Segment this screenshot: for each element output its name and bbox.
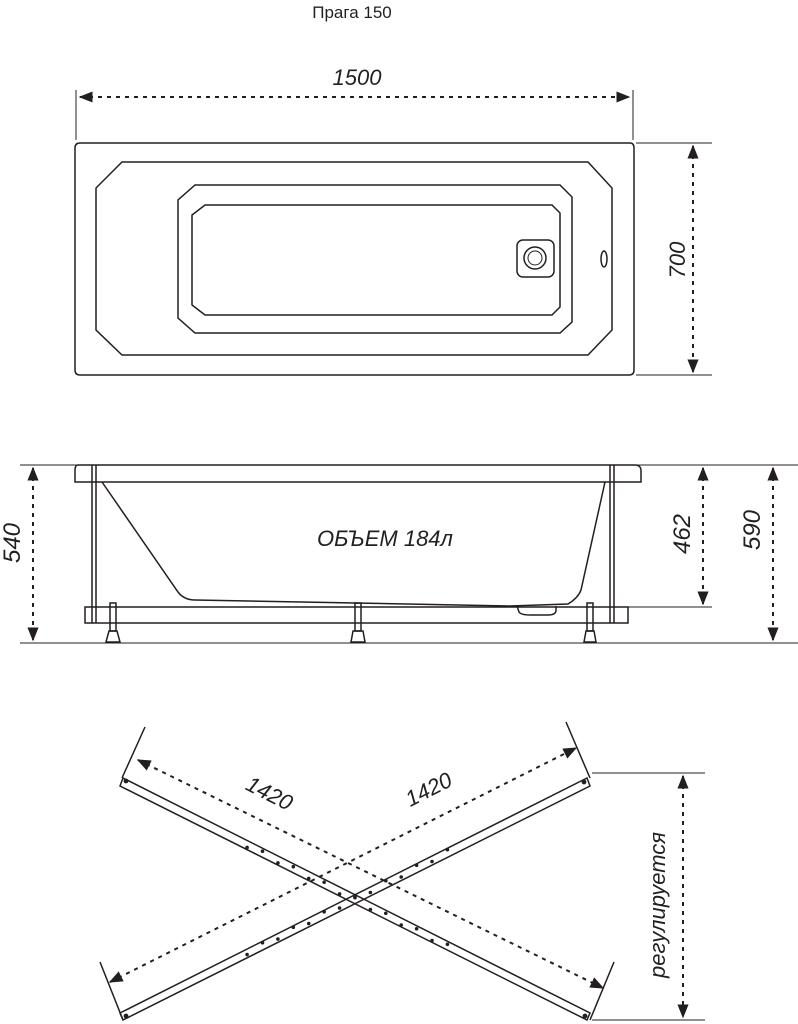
height-540-label: 540 (0, 522, 26, 563)
tub-bowl-outline (177, 184, 573, 334)
frame-hole (430, 859, 434, 864)
tub-inner-rim (95, 161, 613, 356)
diagonal-dimension-2 (108, 747, 578, 983)
drawing-title: Прага 150 (312, 3, 392, 22)
frame-hole (337, 892, 342, 896)
frame-hole (306, 876, 311, 881)
frame-hole (399, 923, 404, 927)
frame-holes (123, 778, 588, 1019)
frame-hole (383, 878, 388, 883)
height-590-label: 590 (739, 509, 766, 550)
top-view: 1500 700 (74, 65, 712, 376)
frame-hole (322, 880, 326, 885)
tub-bottom-outline (191, 204, 561, 316)
height-462-label: 462 (669, 514, 696, 554)
frame-hole (368, 907, 373, 912)
frame-hole (245, 952, 249, 957)
frame-hole (445, 942, 450, 947)
diagonal-dimension-1 (136, 759, 605, 989)
frame-hole (245, 845, 249, 850)
volume-label: ОБЪЕМ 184л (317, 526, 453, 551)
frame-hole (581, 779, 587, 785)
frame-hole (306, 921, 311, 926)
frame-hole (368, 890, 373, 895)
frame-hole (276, 861, 280, 865)
side-view: ОБЪЕМ 184л 540 462 590 (0, 464, 798, 644)
drain-icon (516, 239, 555, 278)
frame-hole (260, 940, 265, 945)
frame-hole (430, 938, 434, 943)
frame-hole (123, 1013, 129, 1019)
tub-rim-side (74, 464, 642, 483)
frame-hole (445, 847, 450, 852)
overflow-icon (600, 250, 608, 268)
width-label: 700 (665, 241, 690, 278)
frame-hole (337, 906, 342, 910)
length-label: 1500 (333, 65, 383, 90)
frame-hole (399, 875, 404, 879)
diagonal-1-label: 1420 (242, 771, 298, 816)
frame-hole (322, 909, 326, 914)
frame-hole (353, 894, 357, 899)
frame-hole (582, 1013, 588, 1019)
tub-rim-outline (74, 142, 635, 376)
frame-hole (291, 925, 296, 930)
frame-hole (291, 864, 296, 869)
frame-hole (414, 926, 419, 931)
diagonal-2-label: 1420 (401, 767, 457, 812)
support-frame-side (84, 606, 629, 624)
frame-hole (383, 911, 388, 916)
frame-hole (276, 937, 280, 941)
frame-hole (260, 849, 265, 854)
tub-body-side (101, 481, 606, 607)
frame-hole (123, 778, 129, 784)
frame-view: 1420 1420 регулируется (99, 721, 705, 1022)
frame-hole (414, 863, 419, 868)
adjustable-label: регулируется (645, 832, 670, 979)
adjustable-leg (105, 602, 597, 643)
